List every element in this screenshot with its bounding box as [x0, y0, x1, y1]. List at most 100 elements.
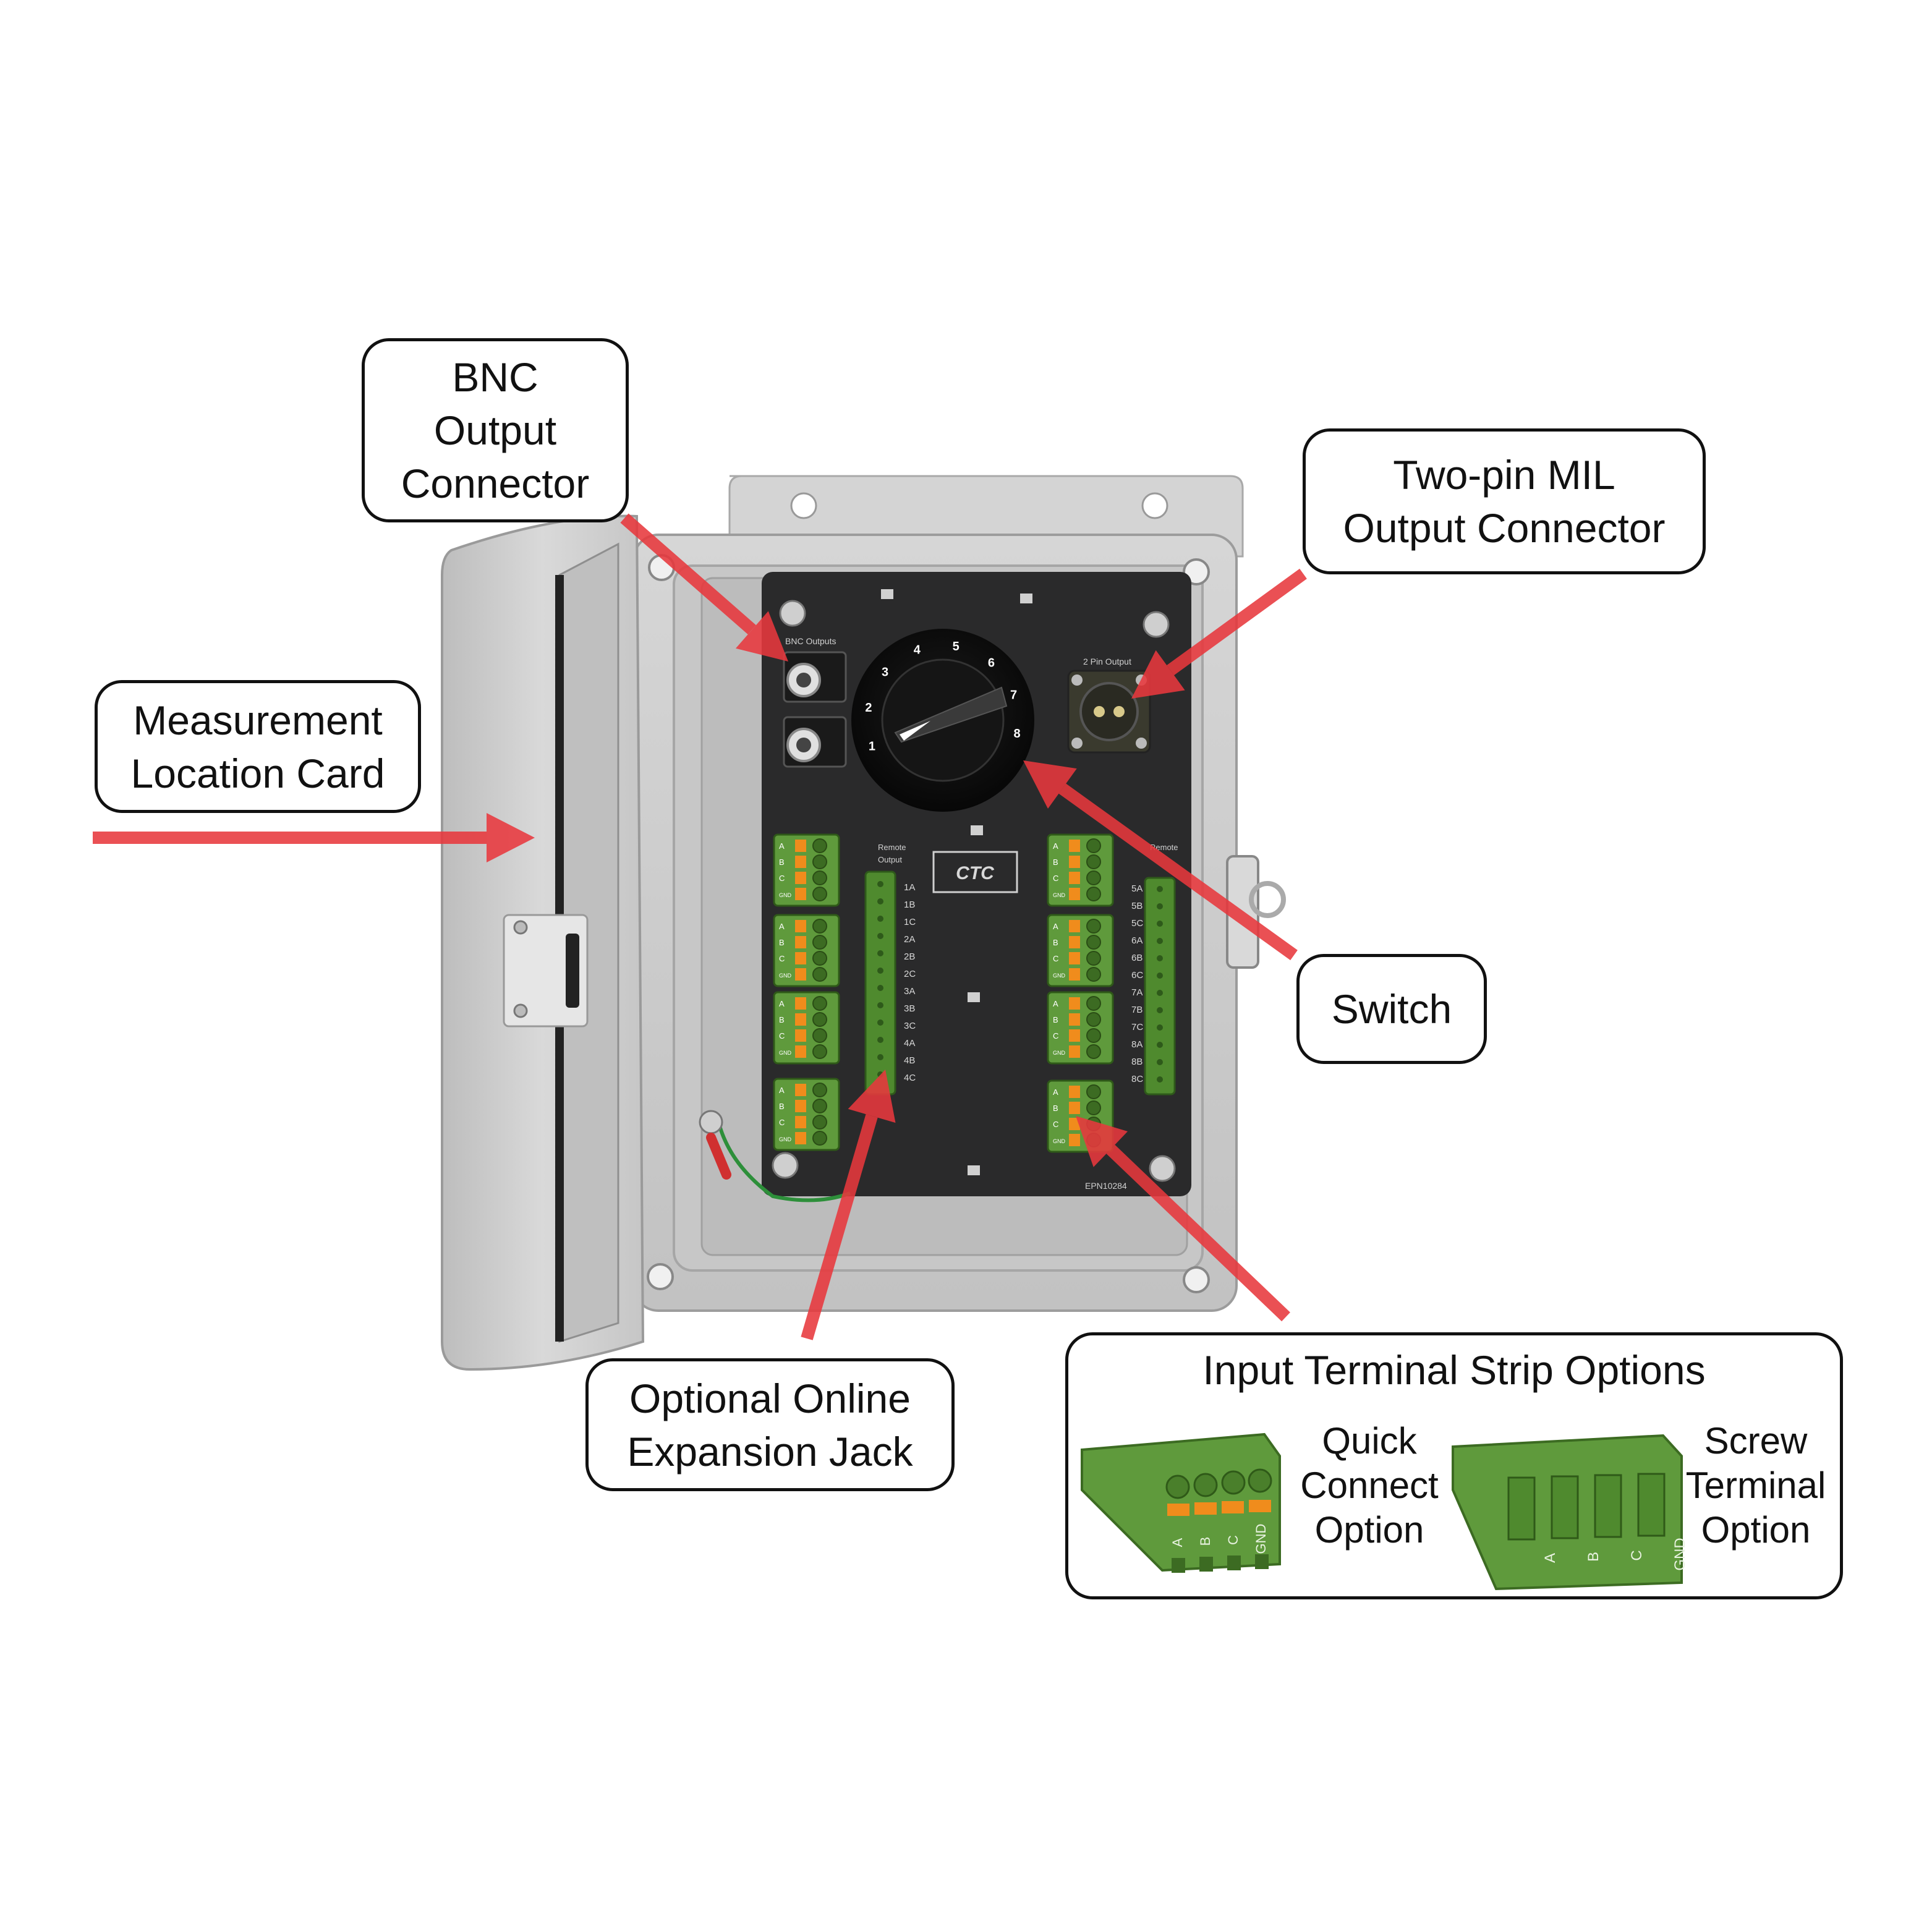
options-title: Input Terminal Strip Options	[1202, 1347, 1706, 1393]
jack-label: 4B	[904, 1055, 915, 1066]
callout-line: Switch	[1331, 986, 1452, 1032]
bnc-output-connector-callout: BNC Output Connector	[362, 338, 629, 522]
jack-label: 5A	[1131, 883, 1143, 894]
jack-label: 7C	[1131, 1022, 1143, 1032]
terminal-pin-label: GND	[1053, 1050, 1066, 1056]
two-pin-output-label: 2 Pin Output	[1083, 657, 1131, 666]
screw-terminal-option-label: Screw Terminal Option	[1669, 1419, 1842, 1552]
jack-label: 8A	[1131, 1039, 1143, 1050]
terminal-pin-label: A	[1053, 922, 1058, 931]
jack-label: 3A	[904, 986, 915, 997]
arrow-terminals	[1076, 1116, 1290, 1322]
callout-line: Measurement	[133, 697, 383, 743]
remote-label-left-1: Remote	[878, 843, 906, 852]
jack-label: 7A	[1131, 987, 1143, 998]
jack-label: 2C	[904, 969, 916, 979]
terminal-pin-label: A	[779, 922, 785, 931]
terminal-pin-label: B	[779, 857, 785, 867]
jack-label: 6A	[1131, 935, 1143, 946]
terminal-pin-label: GND	[1053, 972, 1066, 979]
terminal-pin-label: A	[1053, 841, 1058, 851]
callout-line: Expansion Jack	[627, 1428, 913, 1475]
jack-label: 8B	[1131, 1057, 1143, 1067]
panel-screws	[772, 600, 1176, 1182]
callout-line: Output Connector	[1343, 505, 1666, 551]
callout-line: Optional Online	[629, 1375, 911, 1421]
mount-hole-left	[790, 492, 817, 519]
measurement-location-card-callout: Measurement Location Card	[95, 680, 421, 813]
part-number: EPN10284	[1085, 1181, 1127, 1191]
arrow-switch	[1023, 760, 1298, 961]
callout-line: Connector	[401, 461, 590, 506]
callout-line: Output	[433, 407, 557, 453]
terminal-pin-label: GND	[779, 1136, 792, 1143]
terminal-block: ABC GND	[773, 1078, 840, 1151]
terminal-blocks: ABCGNDABCGNDABCGNDABCGNDABCGNDABCGNDABCG…	[773, 833, 1114, 1153]
label-line: Screw	[1704, 1420, 1808, 1462]
pin-label: C	[1225, 1535, 1241, 1545]
jack-label: 7B	[1131, 1005, 1143, 1015]
jack-label: 3B	[904, 1003, 915, 1014]
jack-label: 1B	[904, 900, 915, 910]
jack-label: 4C	[904, 1073, 916, 1083]
dial-number: 4	[914, 643, 921, 657]
label-line: Terminal	[1685, 1465, 1826, 1506]
switch-callout: Switch	[1296, 954, 1487, 1064]
mount-hole-right	[1141, 492, 1168, 519]
label-line: Quick	[1322, 1420, 1417, 1462]
callout-line: BNC	[452, 354, 538, 400]
pin-label: B	[1198, 1537, 1213, 1546]
dial-number: 7	[1010, 688, 1017, 702]
quick-connect-pin-labels: A B C GND	[1170, 1524, 1269, 1554]
jack-label: 5C	[1131, 918, 1143, 929]
terminal-pin-label: GND	[779, 892, 792, 898]
terminal-pin-label: A	[779, 999, 785, 1008]
arrow-jack	[801, 1070, 896, 1340]
terminal-pin-label: B	[1053, 938, 1058, 947]
terminal-pin-label: A	[779, 1086, 785, 1095]
terminal-pin-label: GND	[1053, 1138, 1066, 1144]
rotary-switch	[851, 629, 1034, 812]
arrow-card	[93, 813, 535, 862]
terminal-block: ABC GND	[773, 833, 840, 907]
terminal-pin-label: A	[1053, 999, 1058, 1008]
terminal-pin-label: B	[779, 1102, 785, 1111]
jack-label: 1C	[904, 917, 916, 927]
pin-label: GND	[1253, 1524, 1269, 1554]
terminal-pin-label: C	[1053, 1120, 1058, 1129]
ground-wire	[715, 1115, 851, 1202]
pin-label: A	[1170, 1538, 1185, 1547]
terminal-pin-label: GND	[779, 972, 792, 979]
terminal-pin-label: C	[779, 874, 785, 883]
label-line: Option	[1314, 1509, 1424, 1551]
dial-number: 2	[865, 701, 872, 715]
expansion-jack-right	[1144, 877, 1176, 1096]
terminal-pin-label: GND	[1053, 892, 1066, 898]
remote-label-left-2: Output	[878, 855, 902, 864]
label-line: Option	[1701, 1509, 1811, 1551]
dial-number: 3	[882, 666, 888, 679]
terminal-pin-label: A	[779, 841, 785, 851]
quick-connect-option-label: Quick Connect Option	[1277, 1419, 1462, 1552]
terminal-pin-label: A	[1053, 1087, 1058, 1097]
arrow-bnc	[620, 513, 788, 662]
terminal-pin-label: C	[779, 1118, 785, 1127]
bnc-outputs-label: BNC Outputs	[785, 636, 836, 646]
standoffs	[881, 589, 1032, 1175]
jack-label: 4A	[904, 1038, 915, 1049]
dial-number: 5	[953, 640, 960, 653]
terminal-pin-label: B	[1053, 857, 1058, 867]
terminal-pin-label: GND	[779, 1050, 792, 1056]
brand-logo: CTC	[956, 863, 995, 883]
screw-terminal-illustration	[1452, 1434, 1683, 1591]
